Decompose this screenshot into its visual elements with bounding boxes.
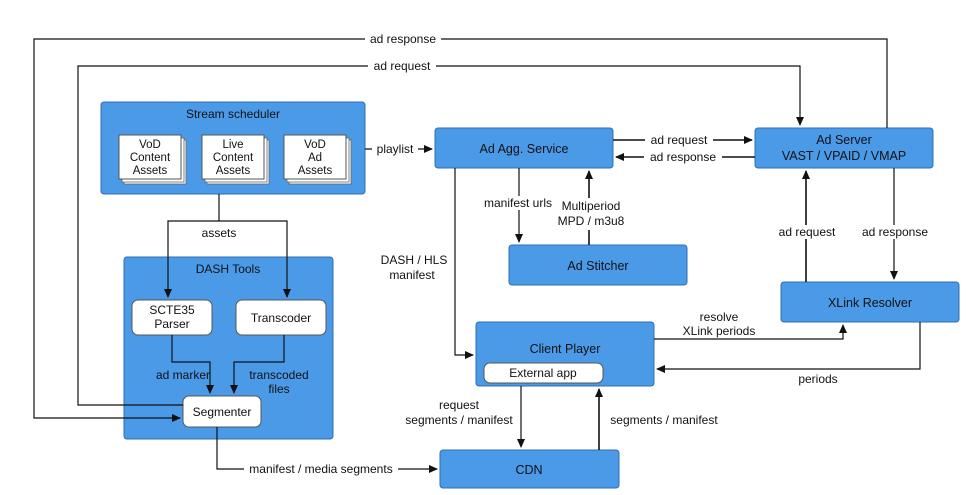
label-periods: periods (798, 372, 837, 386)
label-resolve-line1: resolve (700, 310, 739, 324)
label-ad-response-top: ad response (370, 32, 436, 46)
label-request-line2: segments / manifest (405, 413, 513, 427)
scte35-parser-box: SCTE35 Parser (131, 299, 213, 336)
edge-ad-response-top (33, 38, 888, 422)
live-content-line2: Content (213, 152, 254, 164)
vod-content-line2: Content (130, 152, 171, 164)
segmenter-box: Segmenter (182, 395, 262, 428)
edge-ad-request-top (77, 65, 804, 406)
label-ad-marker: ad marker (156, 368, 210, 382)
ad-agg-service-label: Ad Agg. Service (480, 142, 569, 156)
xlink-resolver-label: XLink Resolver (828, 296, 912, 310)
external-app-box (483, 362, 604, 384)
label-agg-ad-response: ad response (650, 150, 716, 164)
label-dash-hls-line2: manifest (389, 268, 435, 282)
label-multiperiod-line2: MPD / m3u8 (558, 214, 625, 228)
edge-transcoded-files (230, 335, 285, 394)
vod-ad-line3: Assets (298, 165, 333, 177)
segmenter-label: Segmenter (193, 405, 252, 419)
vod-content-line1: VoD (139, 139, 161, 151)
label-xlink-ad-response: ad response (862, 225, 928, 239)
label-transcoded-line2: files (268, 382, 289, 396)
edge-periods (656, 322, 921, 373)
label-agg-ad-request: ad request (651, 133, 708, 147)
scte35-line1: SCTE35 (149, 303, 195, 317)
xlink-resolver-box: XLink Resolver (780, 281, 960, 323)
live-content-line1: Live (222, 139, 243, 151)
label-transcoded-line1: transcoded (249, 368, 308, 382)
vod-content-assets: VoD Content Assets (118, 134, 187, 185)
ad-server-line2: VAST / VPAID / VMAP (782, 149, 906, 163)
vod-ad-line2: Ad (308, 152, 322, 164)
client-player-box: Client Player External app (475, 321, 655, 387)
label-manifest-urls: manifest urls (484, 196, 552, 210)
scte35-line2: Parser (154, 317, 189, 331)
vod-ad-assets: VoD Ad Assets (283, 134, 352, 185)
label-segments-manifest: segments / manifest (610, 413, 718, 427)
label-xlink-ad-request: ad request (779, 225, 836, 239)
stream-scheduler-title: Stream scheduler (186, 107, 280, 121)
external-app-label: External app (509, 366, 577, 380)
live-content-line3: Assets (216, 165, 251, 177)
label-playlist: playlist (377, 142, 414, 156)
label-dash-hls-line1: DASH / HLS (381, 253, 448, 267)
edge-dash-hls-manifest (454, 168, 474, 359)
label-request-line1: request (439, 398, 480, 412)
label-resolve-line2: XLink periods (683, 324, 756, 338)
label-ad-request-top: ad request (374, 59, 431, 73)
edge-assets-to-transcoder (219, 220, 291, 298)
label-multiperiod-line1: Multiperiod (562, 199, 621, 213)
ad-stitcher-label: Ad Stitcher (567, 259, 628, 273)
label-media-segments: manifest / media segments (249, 462, 392, 476)
cdn-label: CDN (515, 463, 542, 477)
transcoder-label: Transcoder (251, 311, 311, 325)
transcoder-box: Transcoder (235, 299, 327, 336)
ad-agg-service-box: Ad Agg. Service (434, 127, 614, 169)
ad-stitcher-box: Ad Stitcher (508, 244, 688, 286)
client-player-label: Client Player (530, 342, 601, 356)
live-content-assets: Live Content Assets (201, 134, 270, 185)
cdn-box: CDN (439, 449, 620, 489)
ad-server-line1: Ad Server (816, 133, 872, 147)
dash-tools-title: DASH Tools (196, 262, 260, 276)
edge-ad-marker (171, 335, 214, 394)
label-assets: assets (202, 226, 237, 240)
vod-content-line3: Assets (133, 165, 168, 177)
edge-assets-to-scte35 (164, 220, 219, 298)
edge-resolve-xlink (654, 324, 847, 340)
vod-ad-line1: VoD (304, 139, 326, 151)
ad-server-box: Ad Server VAST / VPAID / VMAP (754, 127, 934, 169)
